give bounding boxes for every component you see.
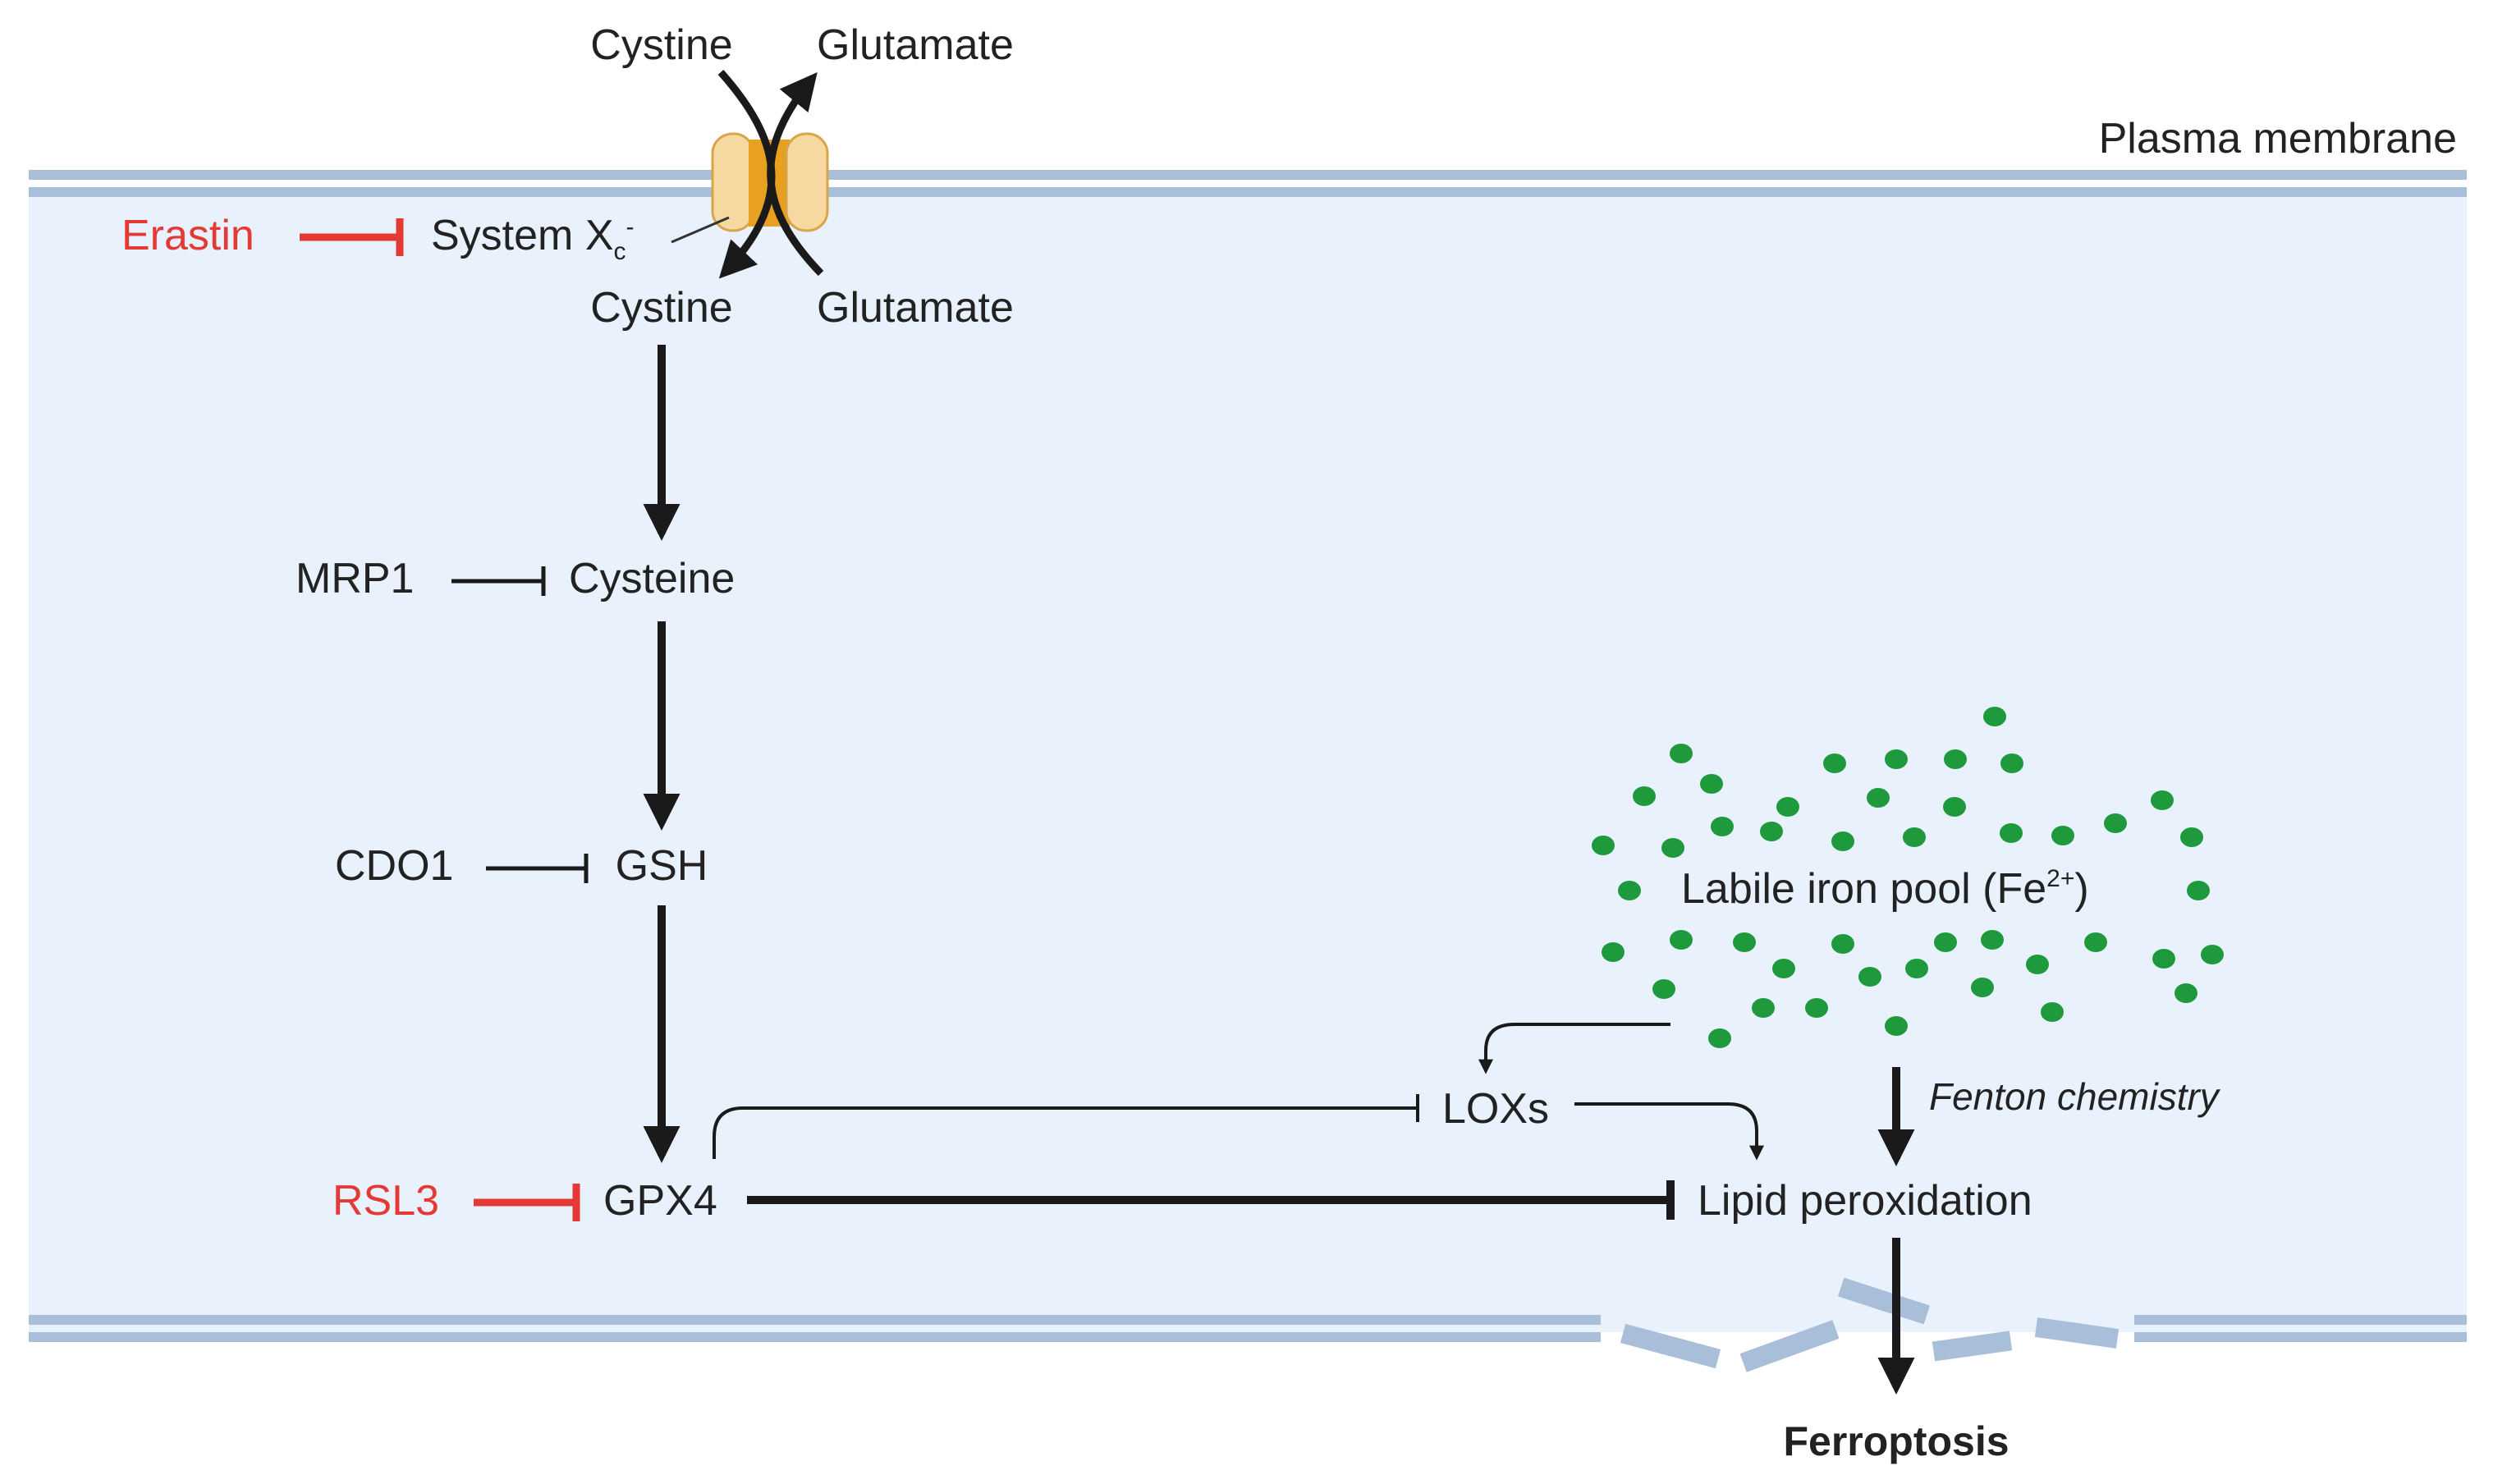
- iron-ion-dot: [2104, 813, 2127, 833]
- iron-ion-dot: [1633, 786, 1656, 806]
- system-xc-pointer: [671, 216, 730, 244]
- label-gpx4: GPX4: [603, 1177, 717, 1225]
- iron-ion-dot: [1772, 959, 1795, 978]
- iron-ion-dot: [1831, 831, 1854, 851]
- iron-ion-dot: [1752, 998, 1775, 1018]
- iron-ion-dot: [2180, 827, 2203, 847]
- glutamate-export-arrow: [767, 72, 824, 277]
- iron-ion-dot: [1905, 959, 1928, 978]
- label-cdo1: CDO1: [335, 842, 453, 890]
- cell-interior: [29, 187, 2467, 1332]
- iron-ion-dot: [1711, 817, 1734, 836]
- label-ferroptosis: Ferroptosis: [1783, 1418, 2009, 1464]
- iron-ion-dot: [1602, 942, 1625, 962]
- iron-ion-dot: [1760, 822, 1783, 841]
- label-cystine-outside: Cystine: [590, 21, 732, 69]
- iron-ion-dot: [2000, 753, 2023, 773]
- iron-ion-dot: [1661, 838, 1684, 858]
- iron-ion-dot: [1885, 749, 1908, 769]
- label-glutamate-outside: Glutamate: [817, 21, 1014, 69]
- iron-ion-dot: [2026, 955, 2049, 974]
- cdo1-inhibition-bar: [486, 854, 589, 883]
- iron-ion-dot: [2201, 945, 2224, 964]
- iron-ion-dot: [1805, 998, 1828, 1018]
- iron-ion-dot: [1971, 978, 1994, 997]
- iron-ion-dot: [1670, 930, 1693, 950]
- label-mrp1: MRP1: [296, 555, 414, 602]
- iron-ion-dot: [2000, 823, 2023, 843]
- iron-ion-dot: [1670, 744, 1693, 763]
- label-rsl3: RSL3: [332, 1177, 439, 1225]
- iron-ion-dot: [2187, 881, 2210, 900]
- system-xc-transporter: [711, 132, 829, 232]
- iron-ion-dot: [1903, 827, 1926, 847]
- erastin-inhibition-bar: [300, 218, 404, 256]
- iron-ion-dot: [2041, 1002, 2064, 1022]
- iron-ion-dot: [1858, 967, 1881, 987]
- label-cystine-inside: Cystine: [590, 284, 732, 332]
- iron-ion-dot: [1867, 788, 1890, 808]
- label-cysteine: Cysteine: [569, 555, 735, 602]
- label-fenton-chemistry: Fenton chemistry: [1929, 1075, 2221, 1118]
- label-loxs: LOXs: [1442, 1085, 1549, 1133]
- rsl3-inhibition-bar: [474, 1184, 580, 1221]
- plasma-membrane-top: [29, 170, 2467, 197]
- label-labile-iron-pool: Labile iron pool (Fe2+): [1681, 865, 2089, 913]
- label-gsh: GSH: [616, 842, 708, 890]
- label-glutamate-inside: Glutamate: [817, 284, 1014, 332]
- iron-ion-dot: [1981, 930, 2004, 950]
- label-plasma-membrane: Plasma membrane: [2099, 115, 2457, 163]
- iron-ion-dot: [1733, 932, 1756, 952]
- arrow-iron-to-loxs: [1478, 1023, 1670, 1074]
- iron-ion-dot: [2175, 983, 2197, 1003]
- gpx4-loxs-inhibition: [713, 1094, 1419, 1159]
- iron-ion-dot: [2084, 932, 2107, 952]
- gpx4-lipid-inhibition: [747, 1180, 1675, 1220]
- iron-ion-dot: [1776, 797, 1799, 817]
- iron-dots: [1592, 707, 2224, 1048]
- iron-ion-dot: [1944, 749, 1967, 769]
- iron-ion-dot: [1831, 934, 1854, 954]
- iron-ion-dot: [1618, 881, 1641, 900]
- iron-ion-dot: [1934, 932, 1957, 952]
- iron-ion-dot: [1700, 774, 1723, 794]
- plasma-membrane-bottom: [29, 1277, 2467, 1372]
- label-erastin: Erastin: [121, 212, 254, 259]
- iron-ion-dot: [1885, 1016, 1908, 1036]
- iron-ion-dot: [1943, 797, 1966, 817]
- label-lipid-peroxidation: Lipid peroxidation: [1698, 1177, 2032, 1225]
- iron-ion-dot: [1983, 707, 2006, 726]
- iron-ion-dot: [2151, 790, 2174, 810]
- iron-ion-dot: [1823, 753, 1846, 773]
- iron-ion-dot: [2152, 949, 2175, 969]
- iron-ion-dot: [1708, 1028, 1731, 1048]
- arrow-loxs-to-lipid-peroxidation: [1574, 1102, 1764, 1161]
- label-system-xc: System Xc-: [431, 212, 635, 265]
- iron-ion-dot: [2051, 826, 2074, 845]
- mrp1-inhibition-bar: [451, 566, 546, 596]
- iron-ion-dot: [1652, 979, 1675, 999]
- iron-ion-dot: [1592, 836, 1615, 855]
